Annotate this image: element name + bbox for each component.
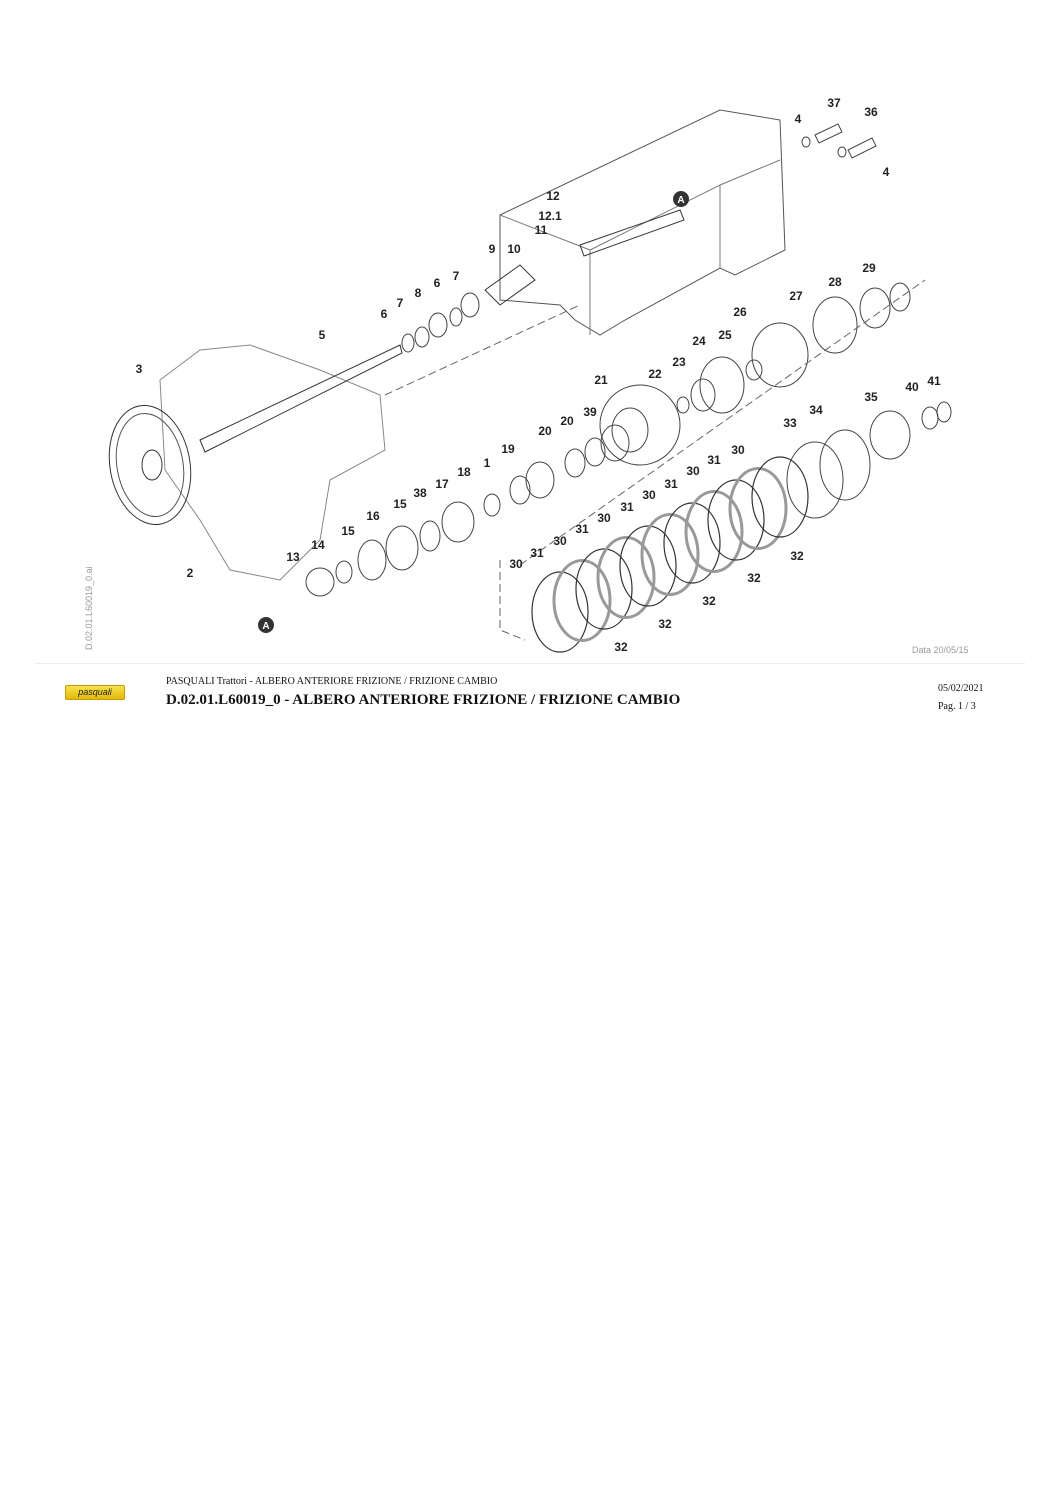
part-callout: 10 [507, 242, 521, 256]
part-callouts: 3736441212.11110976876532928272625242322… [136, 96, 941, 654]
clutch-disc [640, 513, 700, 596]
part-callout: 32 [790, 549, 804, 563]
svg-text:A: A [262, 621, 269, 632]
part-callout: 30 [509, 557, 523, 571]
part-callout: 21 [594, 373, 608, 387]
part-callout: 11 [535, 223, 548, 237]
part-callout: 15 [393, 497, 407, 511]
part-callout: 32 [747, 571, 761, 585]
page-number: Pag. 1 / 3 [938, 701, 976, 712]
part-callout: 32 [658, 617, 672, 631]
drawing-lines [108, 109, 952, 653]
part-callout: 14 [311, 538, 325, 552]
clutch-disc [728, 467, 788, 550]
part-callout: 4 [883, 165, 890, 179]
part-callout: 26 [733, 305, 747, 319]
part-callout: 25 [718, 328, 732, 342]
drawing-date: Data 20/05/15 [912, 645, 969, 655]
part-callout: 13 [286, 550, 300, 564]
part-callout: 19 [501, 442, 515, 456]
part-callout: 30 [686, 464, 700, 478]
part-callout: 36 [864, 105, 878, 119]
part-callout: 15 [341, 524, 355, 538]
reference-marker-a: A [673, 191, 689, 207]
clutch-disc [707, 479, 765, 561]
clutch-disc [663, 502, 721, 584]
part-callout: 20 [560, 414, 574, 428]
part-callout: 17 [435, 477, 449, 491]
part-callout: 8 [415, 286, 422, 300]
part-callout: 31 [575, 522, 589, 536]
part-callout: 6 [434, 276, 441, 290]
part-callout: 2 [187, 566, 194, 580]
part-callout: 12 [546, 189, 560, 203]
document-title: D.02.01.L60019_0 - ALBERO ANTERIORE FRIZ… [166, 692, 681, 708]
part-callout: 39 [583, 405, 597, 419]
part-callout: 30 [597, 511, 611, 525]
part-callout: 9 [489, 242, 496, 256]
part-callout: 31 [664, 477, 678, 491]
part-callout: 29 [862, 261, 876, 275]
part-callout: 18 [457, 465, 471, 479]
part-callout: 35 [864, 390, 878, 404]
part-callout: 33 [783, 416, 797, 430]
part-callout: 30 [731, 443, 745, 457]
part-callout: 23 [672, 355, 686, 369]
part-callout: 12.1 [538, 209, 562, 223]
part-callout: 37 [827, 96, 841, 110]
part-callout: 31 [707, 453, 721, 467]
part-callout: 20 [538, 424, 552, 438]
part-callout: 38 [413, 486, 427, 500]
part-callout: 6 [381, 307, 388, 321]
part-callout: 31 [530, 546, 544, 560]
part-callout: 32 [702, 594, 716, 608]
part-callout: 41 [927, 374, 941, 388]
part-callout: 3 [136, 362, 143, 376]
clutch-disc [684, 490, 744, 573]
clutch-disc [751, 456, 809, 538]
part-callout: 1 [484, 456, 491, 470]
reference-marker-a: A [258, 617, 274, 633]
part-callout: 30 [553, 534, 567, 548]
part-callout: 7 [453, 269, 460, 283]
clutch-disc [575, 548, 633, 630]
part-callout: 31 [620, 500, 634, 514]
part-callout: 5 [319, 328, 326, 342]
part-callout: 24 [692, 334, 706, 348]
part-callout: 32 [614, 640, 628, 654]
svg-text:A: A [677, 195, 684, 206]
part-callout: 28 [828, 275, 842, 289]
part-callout: 7 [397, 296, 404, 310]
part-callout: 40 [905, 380, 919, 394]
footer-divider [35, 663, 1025, 664]
clutch-disc [619, 525, 677, 607]
exploded-parts-diagram: A A 3736441212.1111097687653292827262524… [108, 96, 952, 654]
document-date: 05/02/2021 [938, 683, 984, 694]
part-callout: 27 [789, 289, 803, 303]
part-callout: 30 [642, 488, 656, 502]
part-callout: 34 [809, 403, 823, 417]
part-callout: 4 [795, 112, 802, 126]
part-callout: 22 [648, 367, 662, 381]
document-subtitle: PASQUALI Trattori - ALBERO ANTERIORE FRI… [166, 676, 498, 687]
clutch-disc [552, 559, 612, 642]
part-callout: 16 [366, 509, 380, 523]
drawing-file-name: D.02.01.L60019_0.ai [84, 566, 94, 650]
pasquali-logo: pasquali [65, 685, 125, 700]
clutch-disc [596, 536, 656, 619]
clutch-disc [531, 571, 589, 653]
